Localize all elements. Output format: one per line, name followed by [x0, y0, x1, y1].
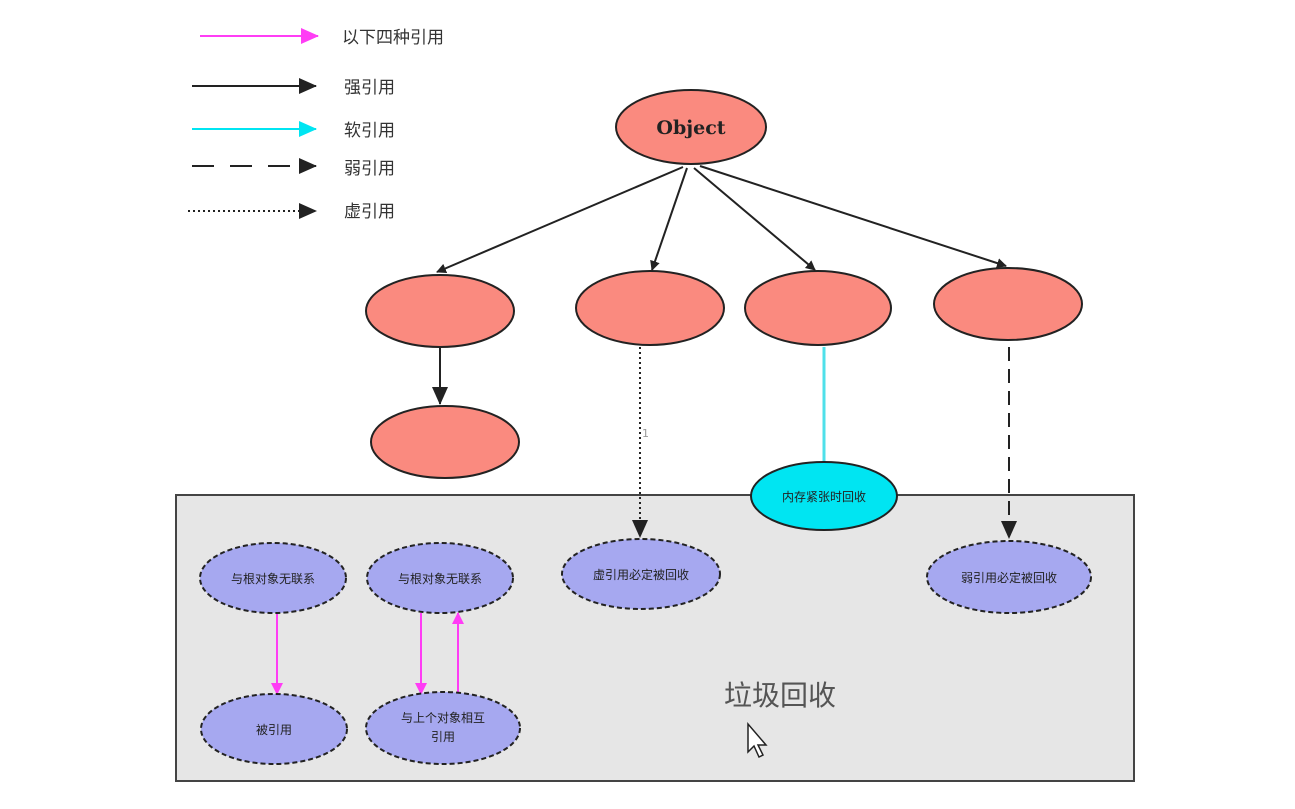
referenced-node: 被引用: [200, 693, 348, 765]
no-link-label-1: 与根对象无联系: [231, 572, 315, 586]
object-node-label: Object: [656, 117, 725, 139]
legend-item-soft: 软引用: [192, 121, 395, 141]
legend-item-strong: 强引用: [192, 78, 395, 98]
no-link-label-2: 与根对象无联系: [398, 572, 482, 586]
edge-object-child3: [693, 167, 816, 271]
object-node: Object: [615, 89, 767, 165]
edge-object-child4: [699, 165, 1007, 268]
mutual-label-line2: 引用: [431, 730, 455, 744]
no-link-node-2: 与根对象无联系: [366, 542, 514, 614]
strong-edges: [432, 165, 1007, 405]
referenced-label: 被引用: [256, 723, 292, 737]
legend-item-weak: 弱引用: [192, 158, 395, 179]
child-node-2: [575, 270, 725, 346]
legend-label-weak: 弱引用: [344, 159, 395, 179]
mutual-node: 与上个对象相互 引用: [365, 691, 521, 765]
child-node-3: [744, 270, 892, 346]
no-link-node-1: 与根对象无联系: [199, 542, 347, 614]
grandchild-node: [370, 405, 520, 479]
legend: 以下四种引用 强引用 软引用 弱引用 虚引用: [188, 28, 444, 222]
mutual-label-line1: 与上个对象相互: [401, 711, 485, 725]
weak-collected-label: 弱引用必定被回收: [961, 570, 1057, 585]
legend-label-soft: 软引用: [344, 121, 395, 141]
legend-label-phantom: 虚引用: [344, 202, 395, 222]
weak-collected-node: 弱引用必定被回收: [926, 540, 1092, 614]
phantom-collected-label: 虚引用必定被回收: [593, 567, 689, 582]
legend-item-phantom: 虚引用: [188, 202, 395, 222]
phantom-collected-node: 虚引用必定被回收: [561, 538, 721, 610]
soft-recycle-label: 内存紧张时回收: [782, 490, 866, 504]
legend-label-strong: 强引用: [344, 78, 395, 98]
legend-label-all: 以下四种引用: [342, 28, 444, 48]
gc-label: 垃圾回收: [724, 679, 836, 712]
mouse-cursor-icon: [747, 721, 768, 759]
edge-object-child2: [650, 167, 688, 271]
edge-object-child1: [436, 166, 684, 274]
legend-item-all: 以下四种引用: [200, 28, 444, 48]
child-node-1: [365, 274, 515, 348]
stray-mark: 1: [642, 427, 649, 440]
child-node-4: [933, 267, 1083, 341]
soft-recycle-node: 内存紧张时回收: [750, 461, 898, 531]
